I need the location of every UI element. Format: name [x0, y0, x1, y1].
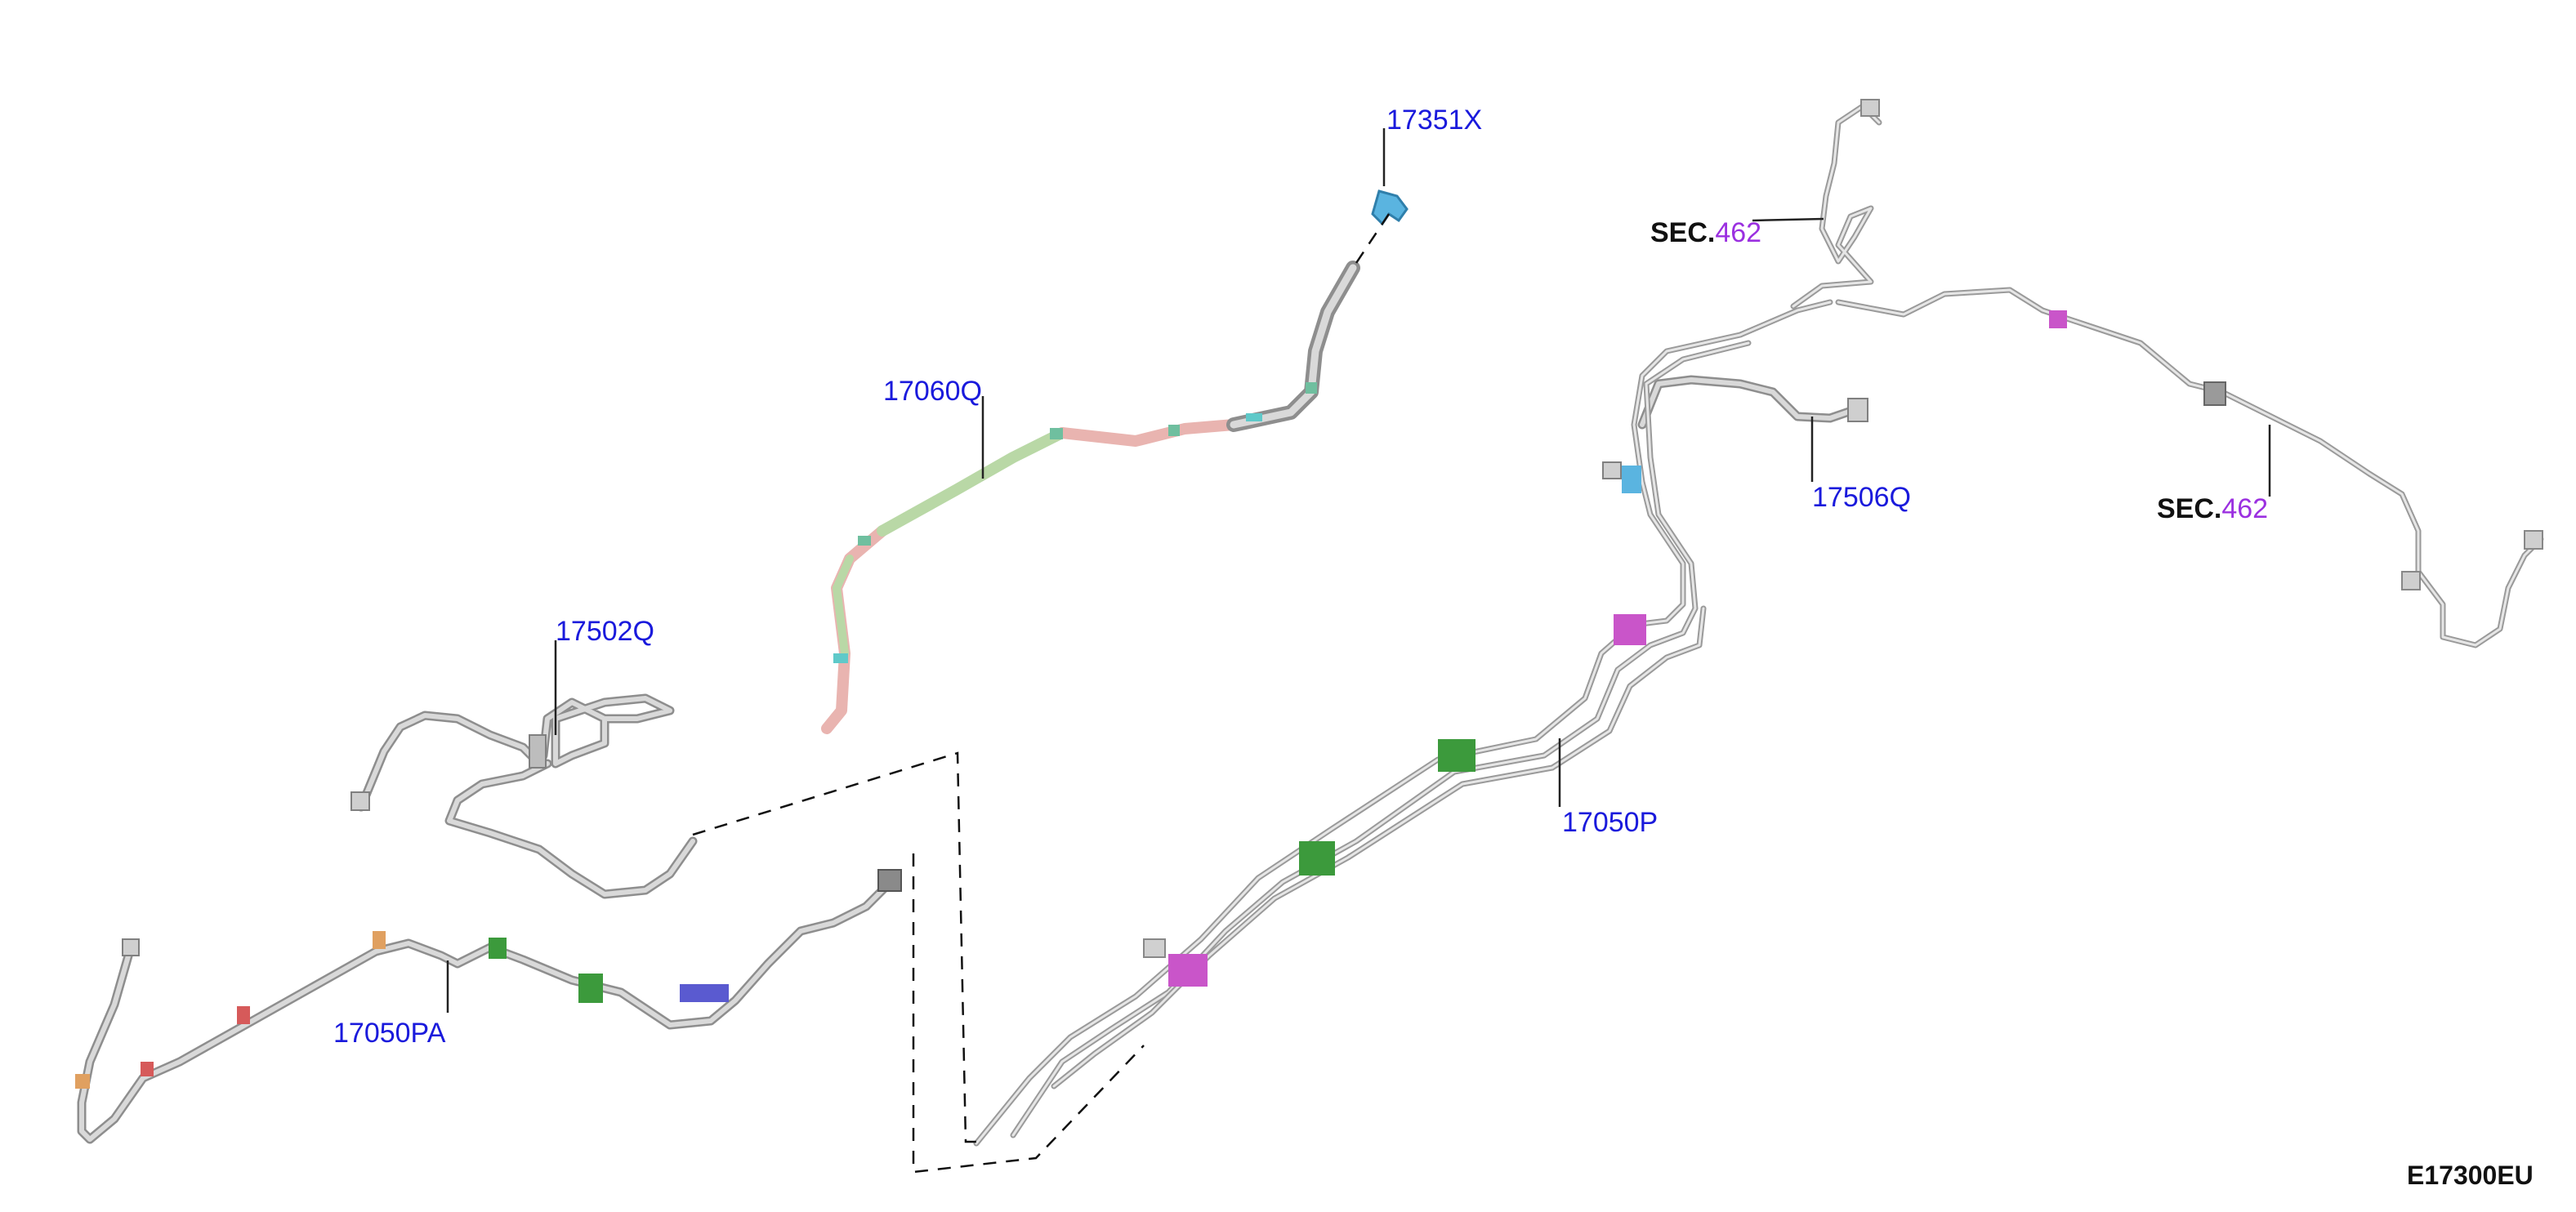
section-ref-right[interactable]: SEC.462: [2157, 493, 2268, 524]
dashed-connection-lines: [692, 213, 1391, 1174]
leader-lines: [446, 128, 2271, 1013]
part-17351x-connector: [1371, 189, 1409, 226]
diagram-id-label: E17300EU: [2407, 1161, 2534, 1190]
callout-17502q[interactable]: 17502Q: [556, 616, 654, 647]
part-17502q-pipe: [350, 693, 698, 899]
section-ref-upper[interactable]: SEC.462: [1650, 217, 1761, 248]
callout-17050pa[interactable]: 17050PA: [333, 1018, 446, 1049]
part-17506q-pipe: [1637, 375, 1868, 430]
part-17050p-pipe-bundle: [973, 299, 1833, 1147]
section-ref-right-number: 462: [2221, 493, 2268, 524]
callout-17506q[interactable]: 17506Q: [1812, 482, 1911, 513]
callout-17351x[interactable]: 17351X: [1386, 105, 1482, 136]
callout-17050p[interactable]: 17050P: [1562, 807, 1658, 838]
part-17060q-hose: [821, 261, 1360, 734]
sec-462-pipes: [1790, 99, 2544, 648]
section-ref-upper-number: 462: [1715, 217, 1761, 248]
part-17050pa-pipe: [75, 869, 902, 1144]
section-ref-upper-prefix: SEC.: [1650, 217, 1715, 248]
callout-17060q[interactable]: 17060Q: [883, 376, 982, 407]
section-ref-right-prefix: SEC.: [2157, 493, 2221, 524]
